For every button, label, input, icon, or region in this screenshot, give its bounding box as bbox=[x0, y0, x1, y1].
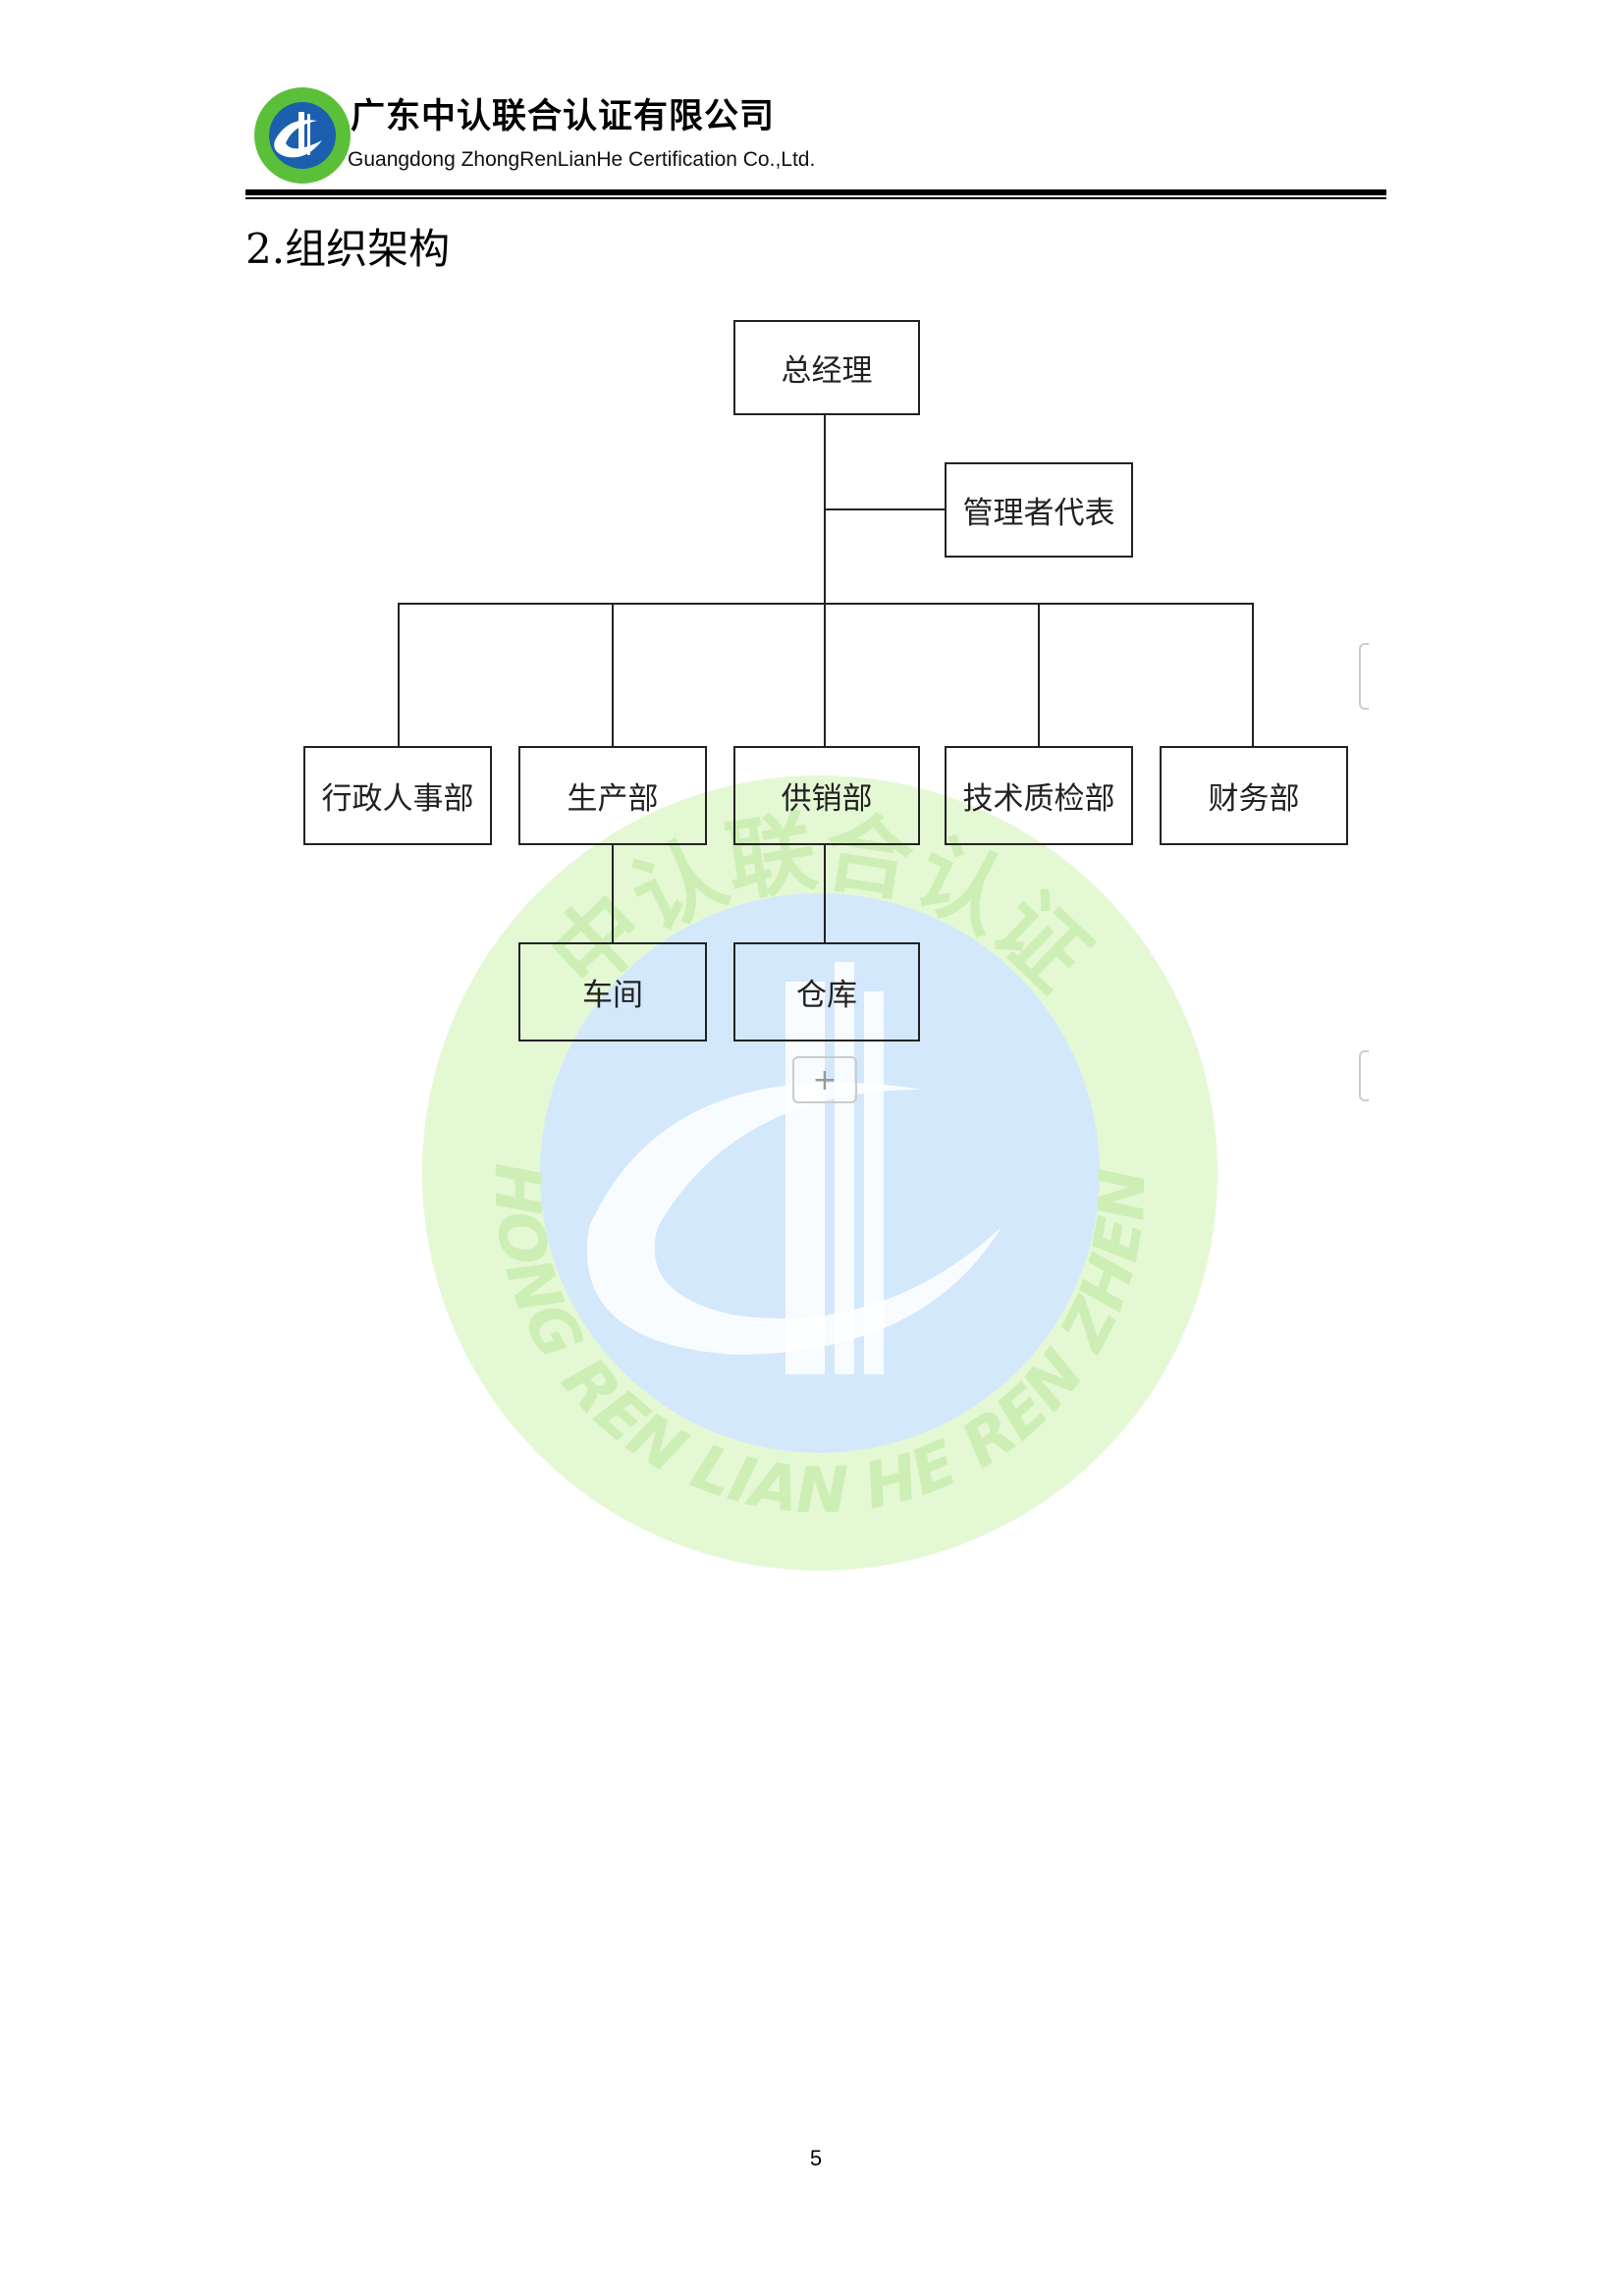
connector-line bbox=[1252, 603, 1254, 746]
add-node-button[interactable]: + bbox=[792, 1056, 857, 1103]
connector-line bbox=[612, 845, 614, 942]
resize-handle[interactable] bbox=[1359, 643, 1369, 710]
org-node-admin-hr[interactable]: 行政人事部 bbox=[303, 746, 492, 845]
header-rule-thick bbox=[245, 189, 1386, 195]
org-node-general-manager[interactable]: 总经理 bbox=[733, 320, 920, 415]
resize-handle[interactable] bbox=[1359, 1050, 1369, 1101]
connector-line bbox=[824, 845, 826, 942]
org-node-supply-sales[interactable]: 供销部 bbox=[733, 746, 920, 845]
section-title: 2.组织架构 bbox=[245, 225, 451, 273]
org-node-workshop[interactable]: 车间 bbox=[518, 942, 707, 1041]
connector-line bbox=[825, 508, 945, 510]
connector-line bbox=[398, 603, 400, 746]
connector-line bbox=[824, 414, 826, 746]
company-name-cn: 广东中认联合认证有限公司 bbox=[351, 97, 776, 136]
connector-line bbox=[1038, 603, 1040, 746]
company-name-en: Guangdong ZhongRenLianHe Certification C… bbox=[348, 148, 816, 171]
org-node-warehouse[interactable]: 仓库 bbox=[733, 942, 920, 1041]
company-logo bbox=[254, 87, 351, 184]
watermark-logo: 中认联合认证 ZHONG REN LIAN HE REN ZHENG bbox=[412, 766, 1218, 1571]
org-node-production[interactable]: 生产部 bbox=[518, 746, 707, 845]
header-rule-thin bbox=[245, 197, 1386, 199]
page-number: 5 bbox=[809, 2146, 823, 2170]
connector-line bbox=[612, 603, 614, 746]
org-node-tech-qc[interactable]: 技术质检部 bbox=[945, 746, 1133, 845]
connector-line bbox=[398, 603, 1254, 605]
org-node-management-representative[interactable]: 管理者代表 bbox=[945, 462, 1133, 558]
org-node-finance[interactable]: 财务部 bbox=[1160, 746, 1348, 845]
